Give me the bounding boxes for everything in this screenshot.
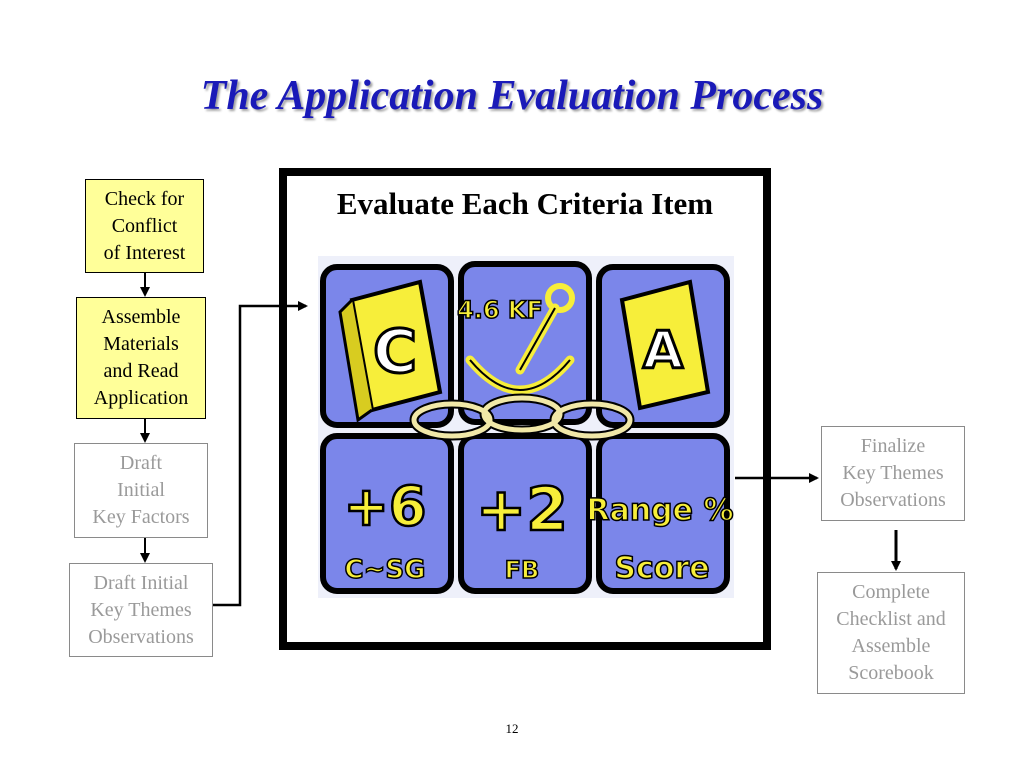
- evaluate-criteria-title: Evaluate Each Criteria Item: [336, 186, 714, 221]
- tile-a-letter: A: [643, 321, 683, 381]
- tile-two-sub: FB: [505, 556, 540, 584]
- tile-range-label: Range %: [586, 493, 733, 528]
- tile-six-label: +6: [344, 475, 427, 538]
- slide-title: The Application Evaluation Process: [200, 73, 824, 119]
- step-check-conflict: Check for Conflict of Interest: [85, 179, 204, 273]
- tile-range-sub: Score: [614, 551, 709, 586]
- tile-two: [458, 433, 592, 594]
- step-assemble-materials: Assemble Materials and Read Application: [76, 297, 206, 419]
- tile-six: [320, 433, 454, 594]
- page-number: 12: [505, 721, 519, 736]
- criteria-illustration: C 4.6 KF A +6 C~SG +2 FB Range % Score: [318, 256, 734, 598]
- step-draft-key-themes: Draft Initial Key Themes Observations: [69, 563, 213, 657]
- arrow-to-evaluate: [213, 301, 308, 607]
- tile-six-sub: C~SG: [345, 555, 426, 585]
- tile-two-label: +2: [476, 475, 568, 545]
- tile-kf-label: 4.6 KF: [457, 296, 543, 324]
- step-complete-checklist: Complete Checklist and Assemble Scoreboo…: [817, 572, 965, 694]
- tile-range: [596, 433, 730, 594]
- tile-c-letter: C: [373, 317, 417, 387]
- step-draft-key-factors: Draft Initial Key Factors: [74, 443, 208, 538]
- step-finalize-key-themes: Finalize Key Themes Observations: [821, 426, 965, 521]
